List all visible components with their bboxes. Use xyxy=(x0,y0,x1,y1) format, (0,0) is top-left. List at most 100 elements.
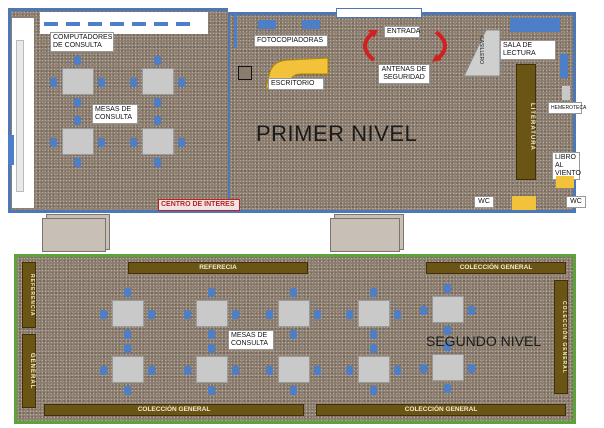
chair xyxy=(148,310,155,319)
chair xyxy=(130,78,137,87)
antenas-label: ANTENAS DE SEGURIDAD xyxy=(378,64,430,84)
fotocopiadoras-label: FOTOCOPIADORAS xyxy=(254,35,328,47)
chair xyxy=(346,310,353,319)
wc-yellow xyxy=(512,196,536,210)
chair xyxy=(154,56,161,65)
chair xyxy=(50,138,57,147)
chair xyxy=(130,138,137,147)
centro-interes-label: CENTRO DE INTERES xyxy=(158,199,240,211)
chair xyxy=(124,344,131,353)
table xyxy=(432,354,464,381)
chair xyxy=(370,386,377,395)
sala-lectura-label: SALA DE LECTURA xyxy=(500,40,556,60)
table xyxy=(278,356,310,383)
chair xyxy=(74,116,81,125)
fotocopiadora-1 xyxy=(258,20,276,29)
top-window xyxy=(336,8,422,18)
chair xyxy=(98,78,105,87)
chair xyxy=(394,310,401,319)
stair-right-2 xyxy=(330,218,400,252)
chair xyxy=(444,342,451,351)
chair xyxy=(444,384,451,393)
table xyxy=(62,68,94,95)
chair xyxy=(148,366,155,375)
computer-strip-inner xyxy=(16,40,24,192)
coleccion-right-shelf: COLECCIÓN GENERAL xyxy=(554,280,568,394)
chair xyxy=(290,288,297,297)
referencia-shelf: REFERECIA xyxy=(128,262,308,274)
table xyxy=(196,300,228,327)
chair xyxy=(74,98,81,107)
casillero-label: CASILLERO xyxy=(478,36,484,65)
fotocopiadora-2 xyxy=(302,20,320,29)
chair xyxy=(444,284,451,293)
casillero-shape xyxy=(463,29,501,77)
chair xyxy=(314,366,321,375)
table xyxy=(358,300,390,327)
chair xyxy=(100,310,107,319)
chair xyxy=(208,344,215,353)
escritorio-label: ESCRITORIO xyxy=(268,78,324,90)
chair xyxy=(266,366,273,375)
chair xyxy=(74,158,81,167)
chair xyxy=(154,98,161,107)
left-wall-blue xyxy=(8,135,14,165)
stair-left-2 xyxy=(42,218,106,252)
mesas-consulta-label-1: MESAS DE CONSULTA xyxy=(92,104,138,124)
chair xyxy=(266,310,273,319)
chair xyxy=(314,310,321,319)
chair xyxy=(444,326,451,335)
chair xyxy=(370,288,377,297)
chair xyxy=(232,310,239,319)
hemeroteca-label: HEMEROTECA xyxy=(548,102,586,114)
sala-blue-right xyxy=(560,54,568,78)
chair xyxy=(50,78,57,87)
chair xyxy=(124,288,131,297)
table xyxy=(142,128,174,155)
chair xyxy=(74,56,81,65)
entrada-label: ENTRADA xyxy=(384,26,420,38)
table xyxy=(196,356,228,383)
printer-icon xyxy=(238,66,252,80)
computadores-label: COMPUTADORES DE CONSULTA xyxy=(50,32,114,52)
chair xyxy=(100,366,107,375)
chair xyxy=(346,366,353,375)
chair xyxy=(184,366,191,375)
table xyxy=(142,68,174,95)
table xyxy=(62,128,94,155)
table xyxy=(432,296,464,323)
wall-stub xyxy=(234,14,237,48)
computer-dashes xyxy=(44,22,194,26)
chair xyxy=(420,306,427,315)
hemeroteca-strip xyxy=(562,86,570,100)
chair xyxy=(98,138,105,147)
libro-viento-shelf xyxy=(556,176,574,188)
chair xyxy=(208,330,215,339)
table xyxy=(112,356,144,383)
literatura-shelf: LITERATURA xyxy=(516,64,536,180)
chair xyxy=(124,386,131,395)
sala-blue-top xyxy=(510,18,560,32)
chair xyxy=(178,78,185,87)
chair xyxy=(208,288,215,297)
coleccion-bottom-left-shelf: COLECCIÓN GENERAL xyxy=(44,404,304,416)
table xyxy=(358,356,390,383)
chair xyxy=(468,306,475,315)
chair xyxy=(370,344,377,353)
wc1-label: WC xyxy=(474,196,494,208)
table xyxy=(278,300,310,327)
chair xyxy=(178,138,185,147)
wc2-label: WC xyxy=(566,196,586,208)
segundo-nivel-title: SEGUNDO NIVEL xyxy=(426,333,542,349)
table xyxy=(112,300,144,327)
coleccion-bottom-right-shelf: COLECCIÓN GENERAL xyxy=(316,404,566,416)
chair xyxy=(154,116,161,125)
chair xyxy=(208,386,215,395)
chair xyxy=(232,366,239,375)
chair xyxy=(420,364,427,373)
entrada-arrows-icon xyxy=(363,30,447,62)
primer-nivel-title: PRIMER NIVEL xyxy=(256,121,418,146)
chair xyxy=(290,386,297,395)
chair xyxy=(124,330,131,339)
